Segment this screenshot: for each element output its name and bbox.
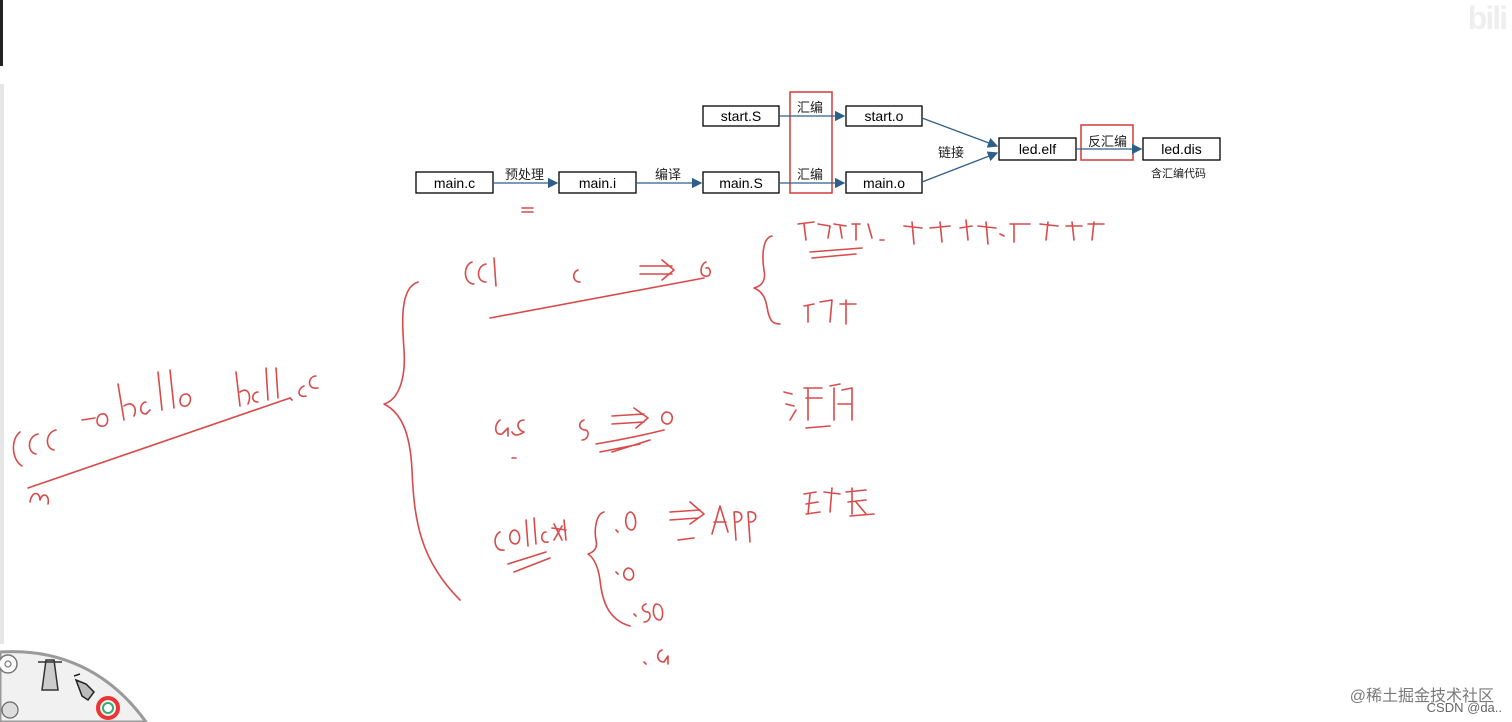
bilibili-watermark-icon: bili <box>1467 0 1508 36</box>
ink-ccl-line <box>464 257 711 287</box>
node-start-S: start.S <box>720 108 762 124</box>
ink-ccl-underline <box>489 277 705 319</box>
ink-small-brace <box>753 235 781 325</box>
node-box-main-o <box>845 171 923 194</box>
edge-label-preprocess: 预处理 <box>505 167 545 182</box>
pen-icon[interactable] <box>73 673 95 702</box>
edge-label-link: 链接 <box>938 145 965 160</box>
node-box-start-o <box>845 105 923 127</box>
window-edge-strip <box>0 84 4 644</box>
ink-collect2-inputs <box>615 511 669 665</box>
edge-label-compile: 编译 <box>655 167 682 182</box>
ink-collect2-brace <box>587 511 631 627</box>
ink-dash-under-main-c <box>521 207 534 213</box>
node-main-o: main.o <box>862 175 906 191</box>
node-led-elf: led.elf <box>1018 141 1057 157</box>
edge-label-disassemble: 反汇编 <box>1088 134 1128 149</box>
csdn-watermark: CSDN @da.. <box>1426 700 1502 715</box>
pen-tool-dock[interactable] <box>0 650 148 722</box>
node-start-o: start.o <box>864 108 904 124</box>
ink-big-brace <box>383 281 461 601</box>
gear-center <box>4 660 12 668</box>
arrow-start-o-to-led-elf <box>921 117 999 148</box>
node-main-c: main.c <box>433 175 476 191</box>
ink-collect2-underline <box>507 551 551 573</box>
node-main-i: main.i <box>578 175 617 191</box>
ink-as-line <box>494 407 674 441</box>
disassemble-highlight-box <box>1080 124 1134 161</box>
ink-app <box>711 505 757 543</box>
pen-dock-arc <box>0 650 148 722</box>
node-box-led-dis <box>1142 137 1221 161</box>
color-wheel-icon[interactable] <box>96 696 120 720</box>
ink-assemble-note <box>783 383 853 429</box>
ink-gcc-command <box>12 367 319 467</box>
assemble-highlight-box <box>789 91 833 194</box>
node-main-S: main.S <box>719 175 763 191</box>
edge-label-assemble-bottom: 汇编 <box>797 167 824 182</box>
ink-preprocess-explanation <box>879 219 1105 245</box>
handwriting-annotations <box>12 207 1105 665</box>
ink-collect2-label <box>494 517 567 551</box>
info-icon[interactable] <box>1 701 19 719</box>
ink-preprocess-underline <box>809 247 863 259</box>
edge-label-assemble-top: 汇编 <box>797 100 824 115</box>
ink-collect2-arrow <box>669 501 705 541</box>
ink-preprocess-note <box>797 221 873 241</box>
node-led-dis: led.dis <box>1161 141 1202 157</box>
ink-link-note <box>803 487 875 517</box>
color-wheel-inner <box>102 702 114 714</box>
ink-compile-note <box>803 299 857 325</box>
arrow-main-o-to-led-elf <box>921 151 999 183</box>
led-dis-note: 含汇编代码 <box>1151 168 1206 180</box>
juejin-watermark: @稀土掘金技术社区 <box>1349 688 1494 705</box>
window-edge-bar <box>0 0 3 66</box>
eraser-icon[interactable] <box>38 659 62 691</box>
ink-as-underline <box>511 429 665 459</box>
settings-gear-icon[interactable] <box>0 654 18 674</box>
ink-gcc-underline <box>27 397 291 489</box>
ink-gcc-mark <box>29 492 50 505</box>
